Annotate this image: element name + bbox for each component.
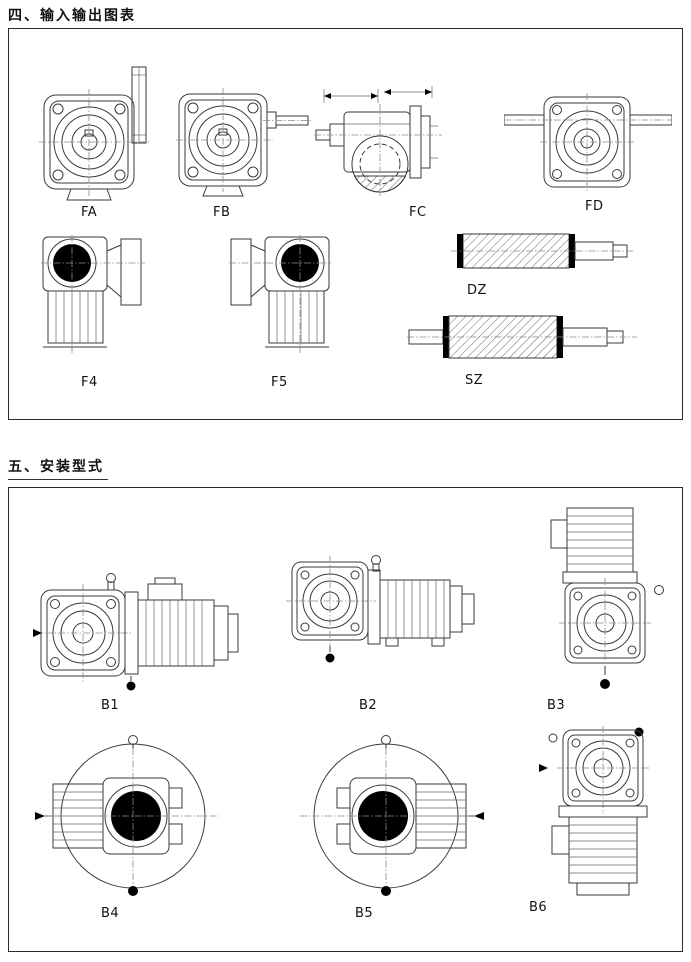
figure-label-f5: F5 [271,375,288,390]
section-io-box: FA FB [8,28,683,420]
figure-f5 [229,235,331,357]
section-mounting-heading: 五、安装型式 [8,456,108,480]
section-io-heading: 四、输入输出图表 [8,5,140,29]
figure-b4 [33,734,228,899]
figure-label-f4: F4 [81,375,98,390]
gearbox-side-bore-right-flange-drawing [41,235,145,353]
gearbox-section-dimension-drawing [314,86,442,196]
figure-label-fa: FA [81,205,98,220]
gearbox-side-bore-left-flange-drawing [229,235,331,353]
figure-fc [314,86,474,198]
gearbox-front-shaft-drawing [176,88,311,197]
figure-b2 [286,552,481,694]
figure-dz [451,229,633,281]
figure-label-b5: B5 [355,906,374,921]
figure-b3 [537,506,672,701]
mount-b4-drawing [35,735,219,896]
output-shaft-double-drawing [407,315,637,359]
figure-label-fc: FC [409,205,427,220]
figure-sz [407,307,639,369]
figure-label-fb: FB [213,205,231,220]
figure-fd [504,93,672,193]
figure-b5 [291,734,486,899]
figure-label-b4: B4 [101,906,120,921]
figure-fa [39,63,151,203]
figure-label-b3: B3 [547,698,566,713]
mount-b2-drawing [286,555,475,663]
figure-b1 [31,552,256,694]
mount-b5-drawing [300,735,484,896]
mount-b1-drawing [33,573,239,691]
gearbox-double-shaft-drawing [504,93,672,191]
section-mounting-box: B1 [8,487,683,952]
figure-b6 [537,726,672,908]
figure-fb [176,86,311,198]
mount-b3-drawing [550,507,664,689]
figure-label-dz: DZ [467,283,487,298]
gearbox-front-flange-drawing [39,66,151,201]
figure-label-fd: FD [585,199,604,214]
figure-label-b1: B1 [101,698,120,713]
figure-label-b2: B2 [359,698,378,713]
figure-label-b6: B6 [529,900,548,915]
output-shaft-single-drawing [451,233,633,269]
mount-b6-drawing [539,726,649,896]
figure-label-sz: SZ [465,373,484,388]
figure-f4 [41,235,147,355]
